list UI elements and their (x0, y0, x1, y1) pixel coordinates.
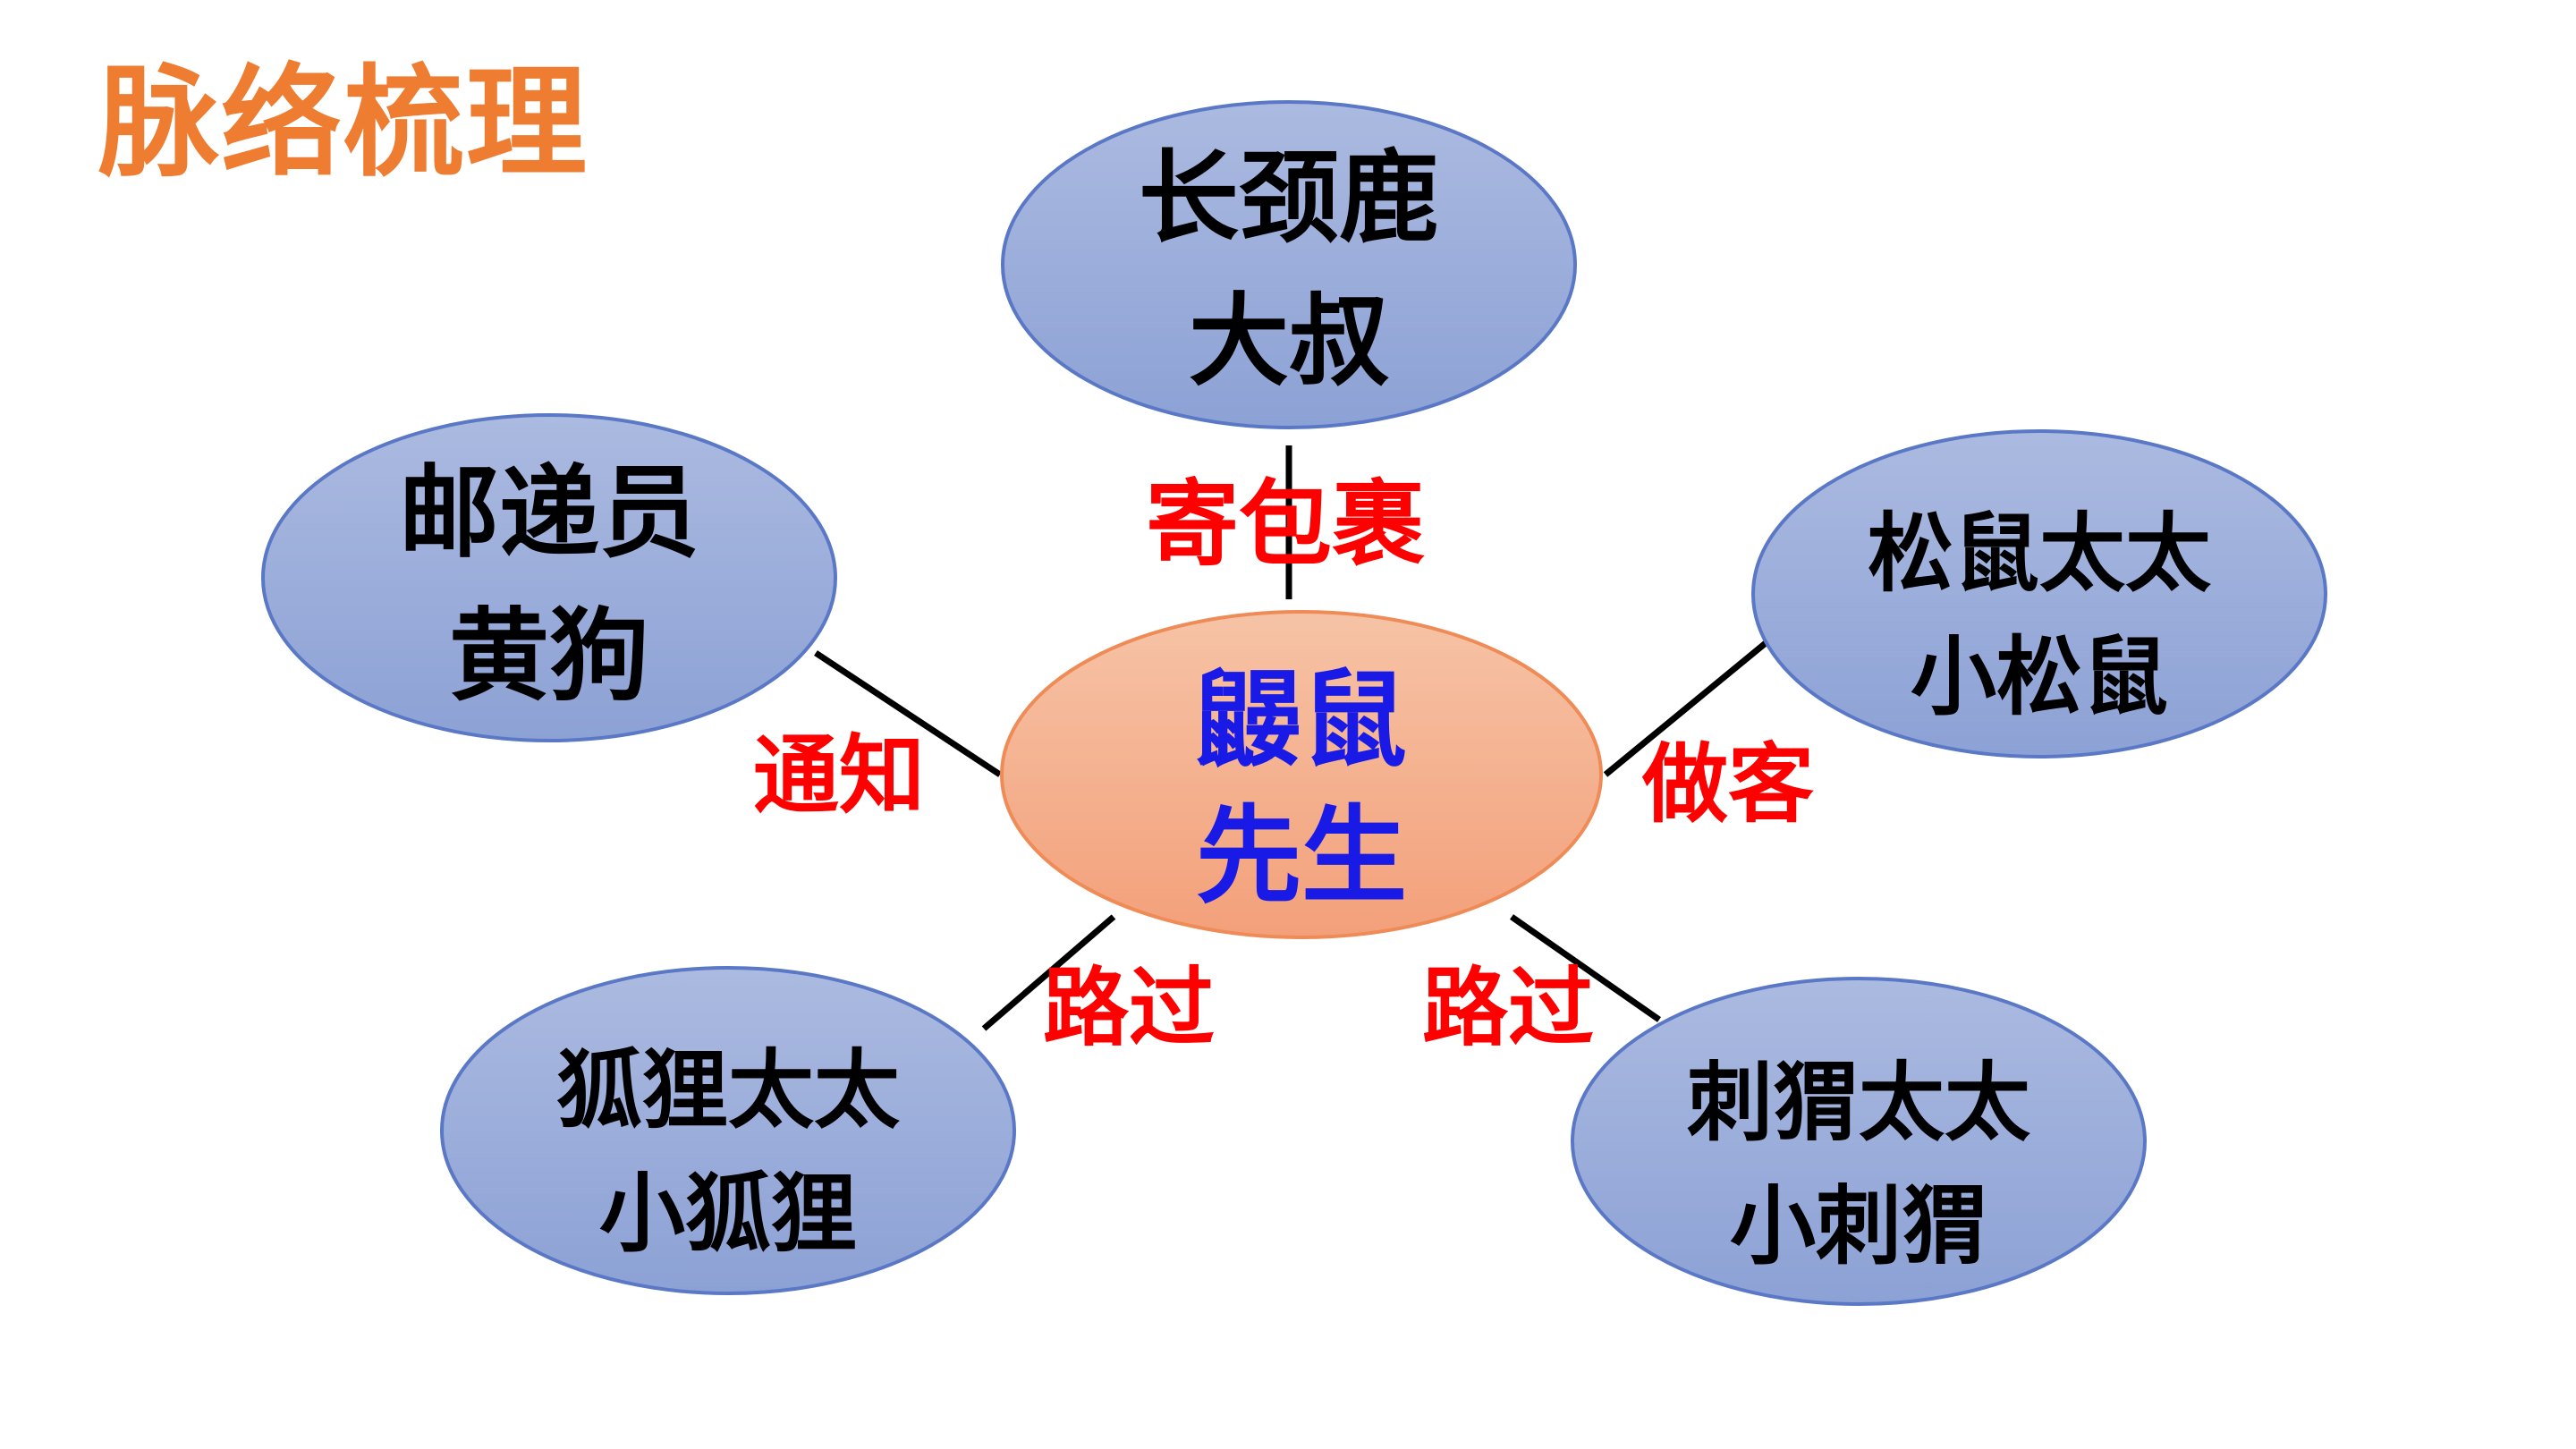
node-fox-line2: 小狐狸 (599, 1163, 857, 1264)
node-center-line1: 鼹鼠 (1196, 657, 1407, 782)
node-squirrel-shape (1751, 429, 2327, 758)
connector-hedgehog (1509, 914, 1662, 1022)
node-center-shape (1000, 610, 1603, 939)
edge-label-squirrel: 做客 (1641, 733, 1814, 835)
node-postman-line1: 邮递员 (399, 454, 699, 572)
node-postman-shape (261, 413, 837, 742)
node-center-line2: 先生 (1196, 793, 1407, 918)
connector-postman (814, 650, 1002, 777)
node-hedgehog-line1: 刺猬太太 (1687, 1052, 2030, 1153)
edge-label-fox: 路过 (1043, 957, 1215, 1058)
node-center: 鼹鼠 先生 (1000, 610, 1603, 939)
node-postman-line2: 黄狗 (449, 597, 649, 715)
node-giraffe-line2: 大叔 (1189, 283, 1389, 400)
node-fox-shape (440, 966, 1016, 1295)
node-giraffe: 长颈鹿 大叔 (1001, 100, 1577, 429)
slide-title: 脉络梳理 (98, 53, 589, 193)
node-squirrel-line1: 松鼠太太 (1868, 503, 2211, 604)
node-squirrel: 松鼠太太 小松鼠 (1751, 429, 2327, 758)
node-giraffe-line1: 长颈鹿 (1139, 140, 1439, 257)
edge-labels: 寄包裹 通知 做客 路过 路过 (753, 469, 1814, 1058)
node-hedgehog-shape (1571, 977, 2147, 1306)
node-hedgehog-line2: 小刺猬 (1730, 1175, 1987, 1276)
connectors (814, 445, 1774, 1031)
edge-label-postman: 通知 (753, 724, 925, 826)
node-hedgehog: 刺猬太太 小刺猬 (1571, 977, 2147, 1306)
edge-label-hedgehog: 路过 (1422, 957, 1594, 1058)
node-giraffe-shape (1001, 100, 1577, 429)
node-postman: 邮递员 黄狗 (261, 413, 837, 742)
node-fox-line1: 狐狸太太 (556, 1039, 900, 1140)
node-squirrel-line2: 小松鼠 (1911, 626, 2168, 727)
node-fox: 狐狸太太 小狐狸 (440, 966, 1016, 1295)
edge-label-giraffe: 寄包裹 (1146, 469, 1425, 579)
connector-squirrel (1603, 636, 1774, 777)
connector-fox (981, 914, 1116, 1031)
